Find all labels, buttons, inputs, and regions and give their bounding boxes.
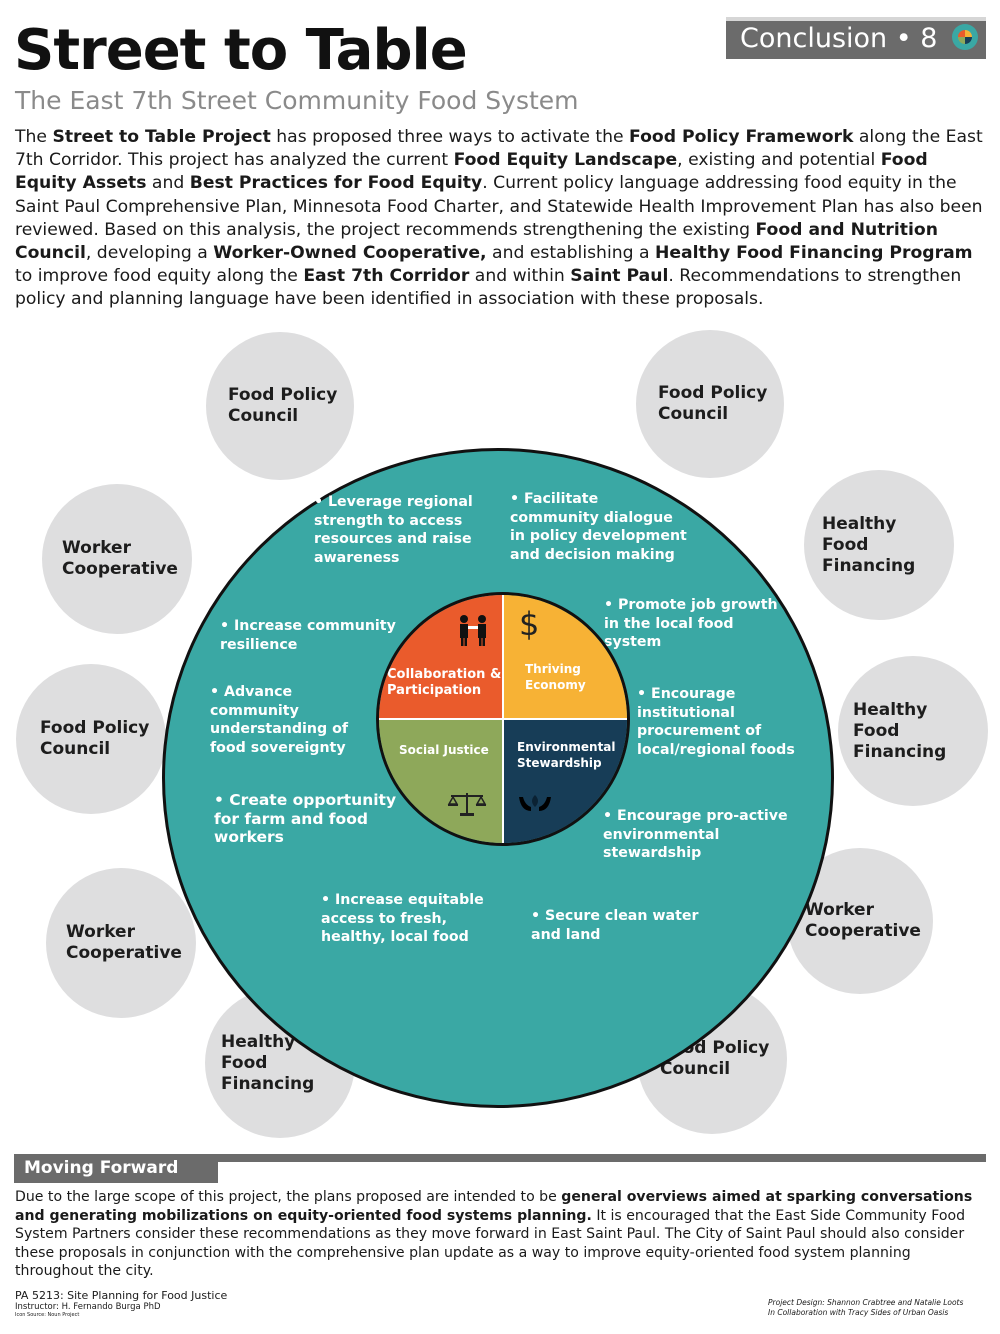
people-icon <box>460 615 486 646</box>
section-badge-label: Conclusion • 8 <box>740 23 938 54</box>
quadrant-justice: Social Justice <box>379 719 503 843</box>
page-title: Street to Table <box>14 18 468 83</box>
course-name: PA 5213: Site Planning for Food Justice <box>15 1289 228 1302</box>
quadrant-divider <box>379 718 627 720</box>
quadrant-label-justice: Social Justice <box>399 743 489 757</box>
goal-tip: • Increase community resilience <box>220 618 396 653</box>
design-credits: Project Design: Shannon Crabtree and Nat… <box>768 1298 963 1318</box>
goal-tip: • Leverage regional strength to access r… <box>314 494 473 566</box>
goal-tip: • Create opportunity for farm and food w… <box>214 791 397 846</box>
goal-tip: • Promote job growth in the local food s… <box>604 597 778 650</box>
bubble-healthy-food-financing: Healthy Food Financing <box>838 656 988 806</box>
bubble-food-policy-council: Food Policy Council <box>16 664 166 814</box>
goal-tip: • Encourage pro-active environmental ste… <box>603 808 788 861</box>
moving-forward-heading: Moving Forward <box>14 1156 218 1183</box>
goal-tip: • Advance community understanding of foo… <box>210 684 349 756</box>
bubble-healthy-food-financing: Healthy Food Financing <box>804 470 954 620</box>
quadrant-label-economy: Thriving Economy <box>525 662 586 692</box>
scales-icon <box>447 793 487 816</box>
icon-source: Icon Source: Noun Project <box>15 1312 80 1318</box>
bubble-worker-cooperative: Worker Cooperative <box>46 868 196 1018</box>
pillars-circle: Collaboration & Participation $ Thriving… <box>376 592 630 846</box>
intro-paragraph: The Street to Table Project has proposed… <box>15 127 983 310</box>
quadrant-label-environment: Environmental Stewardship <box>517 740 616 770</box>
hands-leaf-icon <box>519 795 551 811</box>
course-credits: PA 5213: Site Planning for Food Justice … <box>15 1290 227 1319</box>
quadrant-label-collaboration: Collaboration & Participation <box>387 667 502 698</box>
design-credit: Project Design: Shannon Crabtree and Nat… <box>768 1298 964 1307</box>
bubble-worker-cooperative: Worker Cooperative <box>42 484 192 634</box>
goal-tip: • Increase equitable access to fresh, he… <box>321 892 484 945</box>
quadrant-economy: $ Thriving Economy <box>503 595 627 719</box>
instructor-name: Instructor: H. Fernando Burga PhD <box>15 1302 161 1312</box>
dollar-icon: $ <box>519 605 540 643</box>
page-subtitle: The East 7th Street Community Food Syste… <box>15 86 579 115</box>
bubble-food-policy-council: Food Policy Council <box>206 332 354 480</box>
collaboration-credit: In Collaboration with Tracy Sides of Urb… <box>768 1308 949 1317</box>
food-system-icon <box>952 24 978 50</box>
moving-forward-rule <box>14 1154 986 1162</box>
moving-forward-paragraph: Due to the large scope of this project, … <box>15 1189 973 1280</box>
goal-tip: • Facilitate community dialogue in polic… <box>510 491 687 563</box>
quadrant-environment: Environmental Stewardship <box>503 719 627 843</box>
goal-tip: • Secure clean water and land <box>531 908 699 943</box>
quadrant-collaboration: Collaboration & Participation <box>379 595 503 719</box>
bubble-food-policy-council: Food Policy Council <box>636 330 784 478</box>
section-badge: Conclusion • 8 <box>726 17 986 59</box>
goals-circle <box>162 448 834 1108</box>
goal-tip: • Encourage institutional procurement of… <box>637 686 795 758</box>
